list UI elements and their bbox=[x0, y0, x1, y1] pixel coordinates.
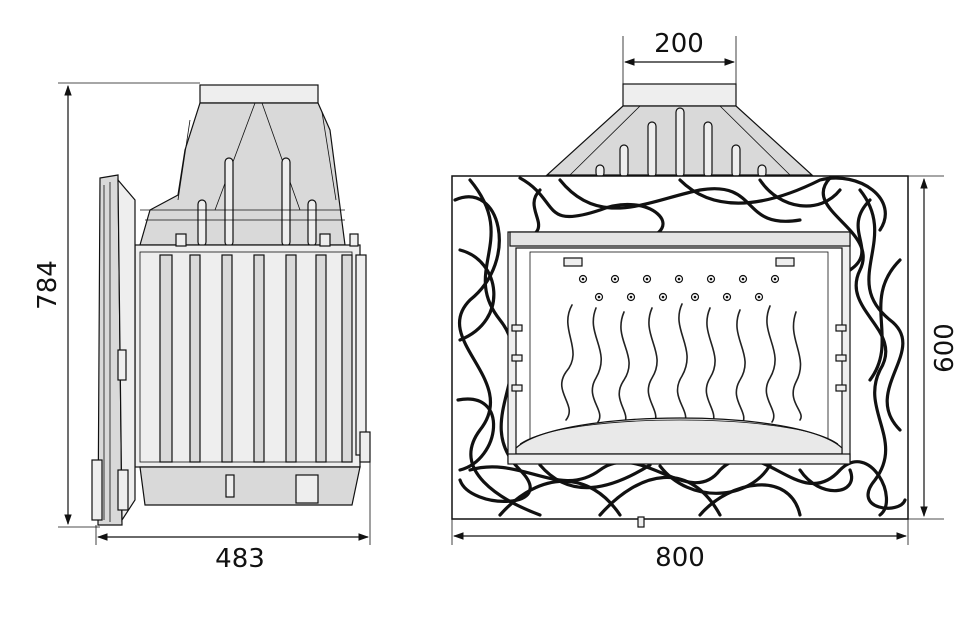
front-side-brackets bbox=[511, 324, 847, 392]
side-height-dimension: 784 bbox=[33, 82, 200, 528]
front-bottom-knob bbox=[637, 516, 645, 528]
flue-dimension: 200 bbox=[622, 29, 737, 84]
side-flue-collar bbox=[199, 84, 319, 104]
bolt-row-top bbox=[578, 274, 780, 284]
side-height-label: 784 bbox=[33, 260, 63, 310]
front-flames bbox=[560, 303, 802, 425]
front-view bbox=[451, 83, 909, 528]
right-air-slot bbox=[775, 257, 795, 267]
left-air-slot bbox=[563, 257, 583, 267]
bolt-row-bottom bbox=[594, 292, 764, 302]
front-hood-ribs bbox=[569, 105, 791, 178]
front-sill bbox=[507, 453, 851, 465]
side-body-ribs bbox=[159, 254, 353, 463]
front-width-label: 800 bbox=[655, 543, 705, 573]
side-view bbox=[91, 84, 371, 526]
front-height-dimension: 600 bbox=[908, 175, 960, 520]
front-swirl-pattern bbox=[453, 176, 907, 517]
front-height-label: 600 bbox=[930, 323, 960, 373]
front-width-dimension: 800 bbox=[451, 519, 909, 573]
front-flue-collar bbox=[622, 83, 737, 107]
side-depth-label: 483 bbox=[215, 544, 265, 574]
side-depth-dimension: 483 bbox=[95, 455, 371, 574]
side-ash-pan bbox=[139, 466, 361, 506]
flue-diameter-label: 200 bbox=[654, 29, 704, 59]
